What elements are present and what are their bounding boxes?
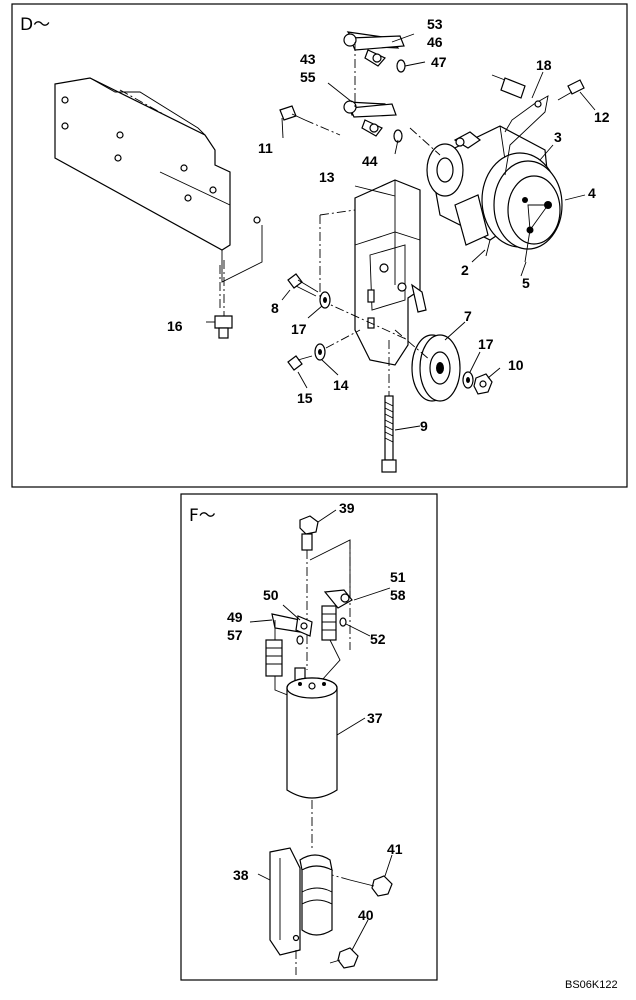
connector-line-left [274,676,291,697]
hose-fitting-upper [343,31,405,67]
nut-10 [473,373,493,395]
callout-49: 49 [227,609,243,625]
callout-37: 37 [367,710,383,726]
callout-38: 38 [233,867,249,883]
receiver-dryer [286,667,338,850]
callout-5: 5 [522,275,530,291]
callout-10: 10 [508,357,524,373]
washer-17-upper [319,291,331,309]
callout-9: 9 [420,418,428,434]
callout-2: 2 [461,262,469,278]
washer-17-lower [462,371,474,389]
compressor-bracket [319,179,427,366]
panel-d-frame [11,3,628,488]
callout-41: 41 [387,841,403,857]
callout-43: 43 [300,51,316,67]
leader-lines-d [206,33,596,431]
connector-line-right [321,639,341,681]
drawing-code: BS06K122 [565,979,618,991]
callout-13: 13 [319,169,335,185]
callout-50: 50 [263,587,279,603]
callout-7: 7 [464,308,472,324]
callout-12: 12 [594,109,610,125]
hose-fitting-50 [295,615,313,645]
callout-44: 44 [362,153,378,169]
panel-d-label: D～ [20,15,50,35]
callout-57: 57 [227,627,243,643]
callout-17-lower: 17 [478,336,494,352]
callout-39: 39 [339,500,355,516]
bolt-8 [287,273,319,297]
hose-fitting-51 [321,589,353,641]
bolt-40 [295,947,359,975]
mounting-bracket-plate [54,77,263,310]
callout-53: 53 [427,16,443,32]
callout-4: 4 [588,185,596,201]
hose-fitting-49 [265,613,301,677]
bolt-16 [214,260,233,339]
callout-16: 16 [167,318,183,334]
callout-14: 14 [333,377,349,393]
callout-11: 11 [258,140,273,156]
bolt-39 [299,515,319,670]
idler-pulley [394,329,461,402]
long-bolt-9 [381,340,397,473]
clutch-wire-harness [491,74,549,176]
callout-18: 18 [536,57,552,73]
hose-fitting-lower [343,100,397,137]
bolt-41 [331,874,393,897]
callout-51: 51 [390,569,406,585]
callout-8: 8 [271,300,279,316]
callout-3: 3 [554,129,562,145]
callout-47: 47 [431,54,447,70]
panel-f-frame [180,493,438,981]
leader-lines-f [249,509,393,951]
callout-52: 52 [370,631,386,647]
magnetic-clutch [481,152,563,263]
callout-17-upper: 17 [291,321,307,337]
o-ring-47 [396,59,406,73]
washer-14 [314,329,361,361]
callout-58: 58 [390,587,406,603]
panel-f-label: F～ [189,506,216,526]
hose-dash-line-2 [409,127,441,156]
callout-40: 40 [358,907,374,923]
bolt-12 [557,79,585,101]
bolt-15 [287,355,313,371]
callout-55: 55 [300,69,316,85]
callout-46: 46 [427,34,443,50]
dryer-bracket [269,847,333,956]
o-ring-52 [339,617,347,627]
callout-15: 15 [297,390,313,406]
bolt-11 [279,105,341,136]
